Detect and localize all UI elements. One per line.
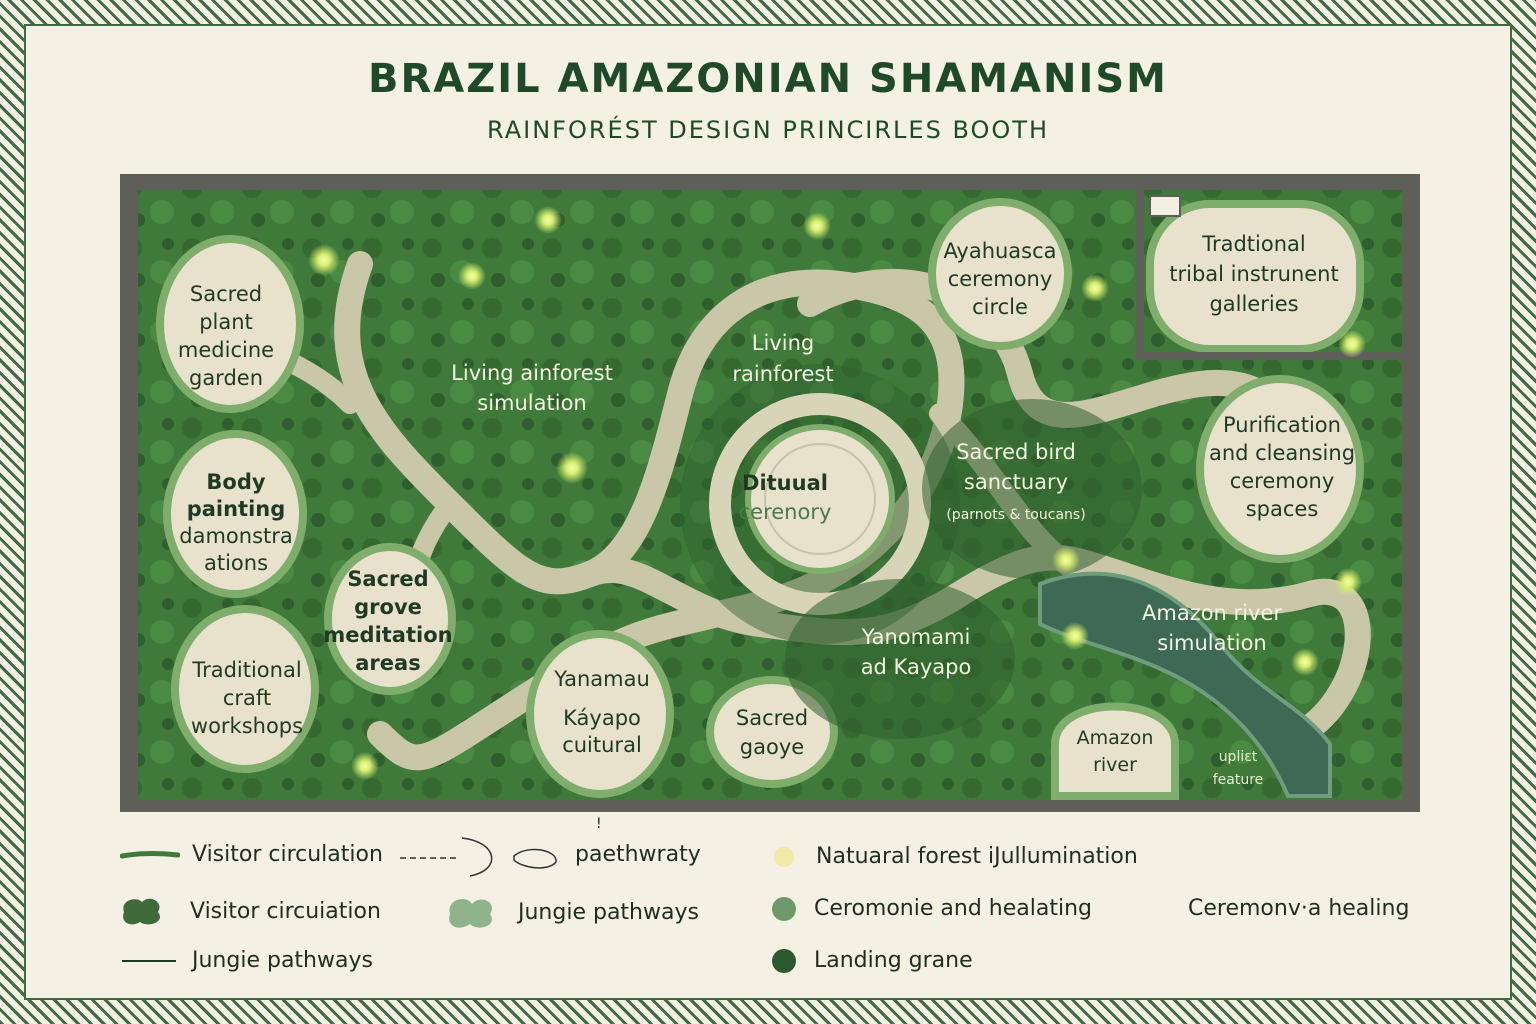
svg-text:simulation: simulation (477, 391, 586, 415)
zone-sacred-bird (922, 399, 1142, 579)
zone-traditional-craft (171, 605, 319, 773)
zone-sacred-gaoye (706, 676, 838, 788)
legend-natural-light: Natuaral forest iJullumination (774, 844, 1138, 869)
label-amazon-river-sim: Amazon river (1142, 601, 1282, 625)
svg-text:ations: ations (204, 551, 268, 575)
booth-floor-plan: Sacred plant medicine garden Body painti… (120, 174, 1420, 812)
svg-text:Káyapo: Káyapo (563, 706, 641, 730)
zone-sacred-plant (156, 235, 304, 413)
label-sacred-bird: Sacred bird (956, 440, 1076, 464)
svg-text:grove: grove (354, 595, 422, 619)
zone-amazon-river (1051, 702, 1179, 800)
svg-text:gaoye: gaoye (740, 735, 804, 759)
svg-text:(parnots & toucans): (parnots & toucans) (946, 507, 1085, 523)
svg-text:ceremony: ceremony (1230, 469, 1335, 493)
page-subtitle: RAINFORÉST DESIGN PRINCIRLES BOOTH (487, 116, 1049, 144)
svg-text:sanctuary: sanctuary (964, 470, 1068, 494)
zones (156, 198, 1364, 800)
legend-jungle-pathways-line: Jungie pathways (120, 948, 373, 973)
dark-line-swatch (122, 959, 176, 962)
green-line-swatch (120, 850, 180, 858)
light-dot-icon (774, 846, 794, 867)
svg-text:feature: feature (1213, 772, 1264, 788)
medium-green-dot-icon (772, 896, 796, 921)
svg-text:damonstra: damonstra (179, 524, 293, 548)
label-sacred-plant: Sacred (190, 282, 262, 306)
svg-text:garden: garden (189, 366, 263, 390)
gallery-stairs (1149, 195, 1181, 217)
label-tradtional-tribal: Tradtional (1201, 232, 1306, 256)
zone-sacred-grove (324, 543, 456, 695)
svg-text:rainforest: rainforest (732, 362, 833, 386)
label-uplift: upliɛt (1219, 749, 1258, 765)
svg-text:ad Kayapo: ad Kayapo (861, 655, 972, 679)
legend-landing: Landing grane (772, 948, 973, 973)
svg-text:ceremony: ceremony (948, 267, 1053, 291)
svg-text:simulation: simulation (1157, 631, 1266, 655)
legend-pathway: paethwraty (398, 830, 701, 878)
label-sacred-grove: Sacred (347, 567, 428, 591)
gallery-wall (1136, 190, 1402, 360)
zone-ayahuasca (928, 198, 1072, 350)
svg-text:plant: plant (199, 310, 253, 334)
label-body-painting: Body (206, 470, 265, 494)
legend-ceremony-extra: Ceremonv·a healing (1188, 896, 1410, 921)
label-yanamau: Yanamau (553, 667, 650, 691)
svg-text:painting: painting (187, 497, 286, 521)
label-traditional-craft: Traditional (191, 658, 301, 682)
zone-yanomami (785, 579, 1015, 739)
svg-text:craft: craft (223, 686, 271, 710)
svg-text:spaces: spaces (1246, 497, 1319, 521)
zone-body-painting (163, 430, 307, 598)
svg-text:meditation: meditation (323, 623, 452, 647)
label-dituual: Dituual (742, 471, 828, 495)
svg-text:and cleansing: and cleansing (1209, 441, 1355, 465)
zone-tradtional-tribal (1146, 200, 1364, 353)
river (1038, 571, 1332, 798)
label-ayahuasca: Ayahuasca (943, 239, 1056, 263)
label-living-rainforest: Living (752, 331, 814, 355)
label-yanomami: Yanomami (861, 625, 971, 649)
svg-text:river: river (1093, 754, 1137, 776)
forest-lights (308, 206, 1366, 780)
svg-text:tribal instrunent: tribal instrunent (1169, 262, 1338, 286)
zone-purification (1196, 375, 1364, 563)
legend-jungle-pathways-blob: Jungie pathways (444, 890, 699, 934)
dark-green-dot-icon (772, 948, 796, 973)
svg-text:areas: areas (355, 651, 420, 675)
svg-text:workshops: workshops (191, 714, 303, 738)
zone-yanamau (526, 630, 674, 798)
label-living-ainforest: Living ainforest (451, 361, 613, 385)
zone-dituual (745, 424, 895, 574)
label-purification: Purification (1223, 413, 1341, 437)
svg-text:galleries: galleries (1209, 292, 1298, 316)
legend-ceremony-healing: Ceromonie and healating (772, 896, 1092, 921)
label-sacred-gaoye: Sacred (736, 706, 808, 730)
svg-text:cuitural: cuitural (562, 733, 642, 757)
legend-glyph: ! (596, 816, 602, 832)
legend-visitor-circulation-line: Visitor circulation (120, 842, 383, 867)
dark-leaf-icon (123, 898, 161, 925)
label-amazon-river: Amazon (1077, 727, 1154, 749)
svg-text:cerenory: cerenory (739, 500, 832, 524)
page-title: BRAZIL AMAZONIAN SHAMANISM (368, 56, 1168, 102)
svg-text:circle: circle (972, 295, 1028, 319)
light-leaf-icon (449, 899, 493, 928)
svg-text:medicine: medicine (178, 338, 274, 362)
legend-visitor-circulation-blob: Visitor circuiation (118, 892, 381, 930)
pathway-glyph-icon (400, 837, 557, 877)
